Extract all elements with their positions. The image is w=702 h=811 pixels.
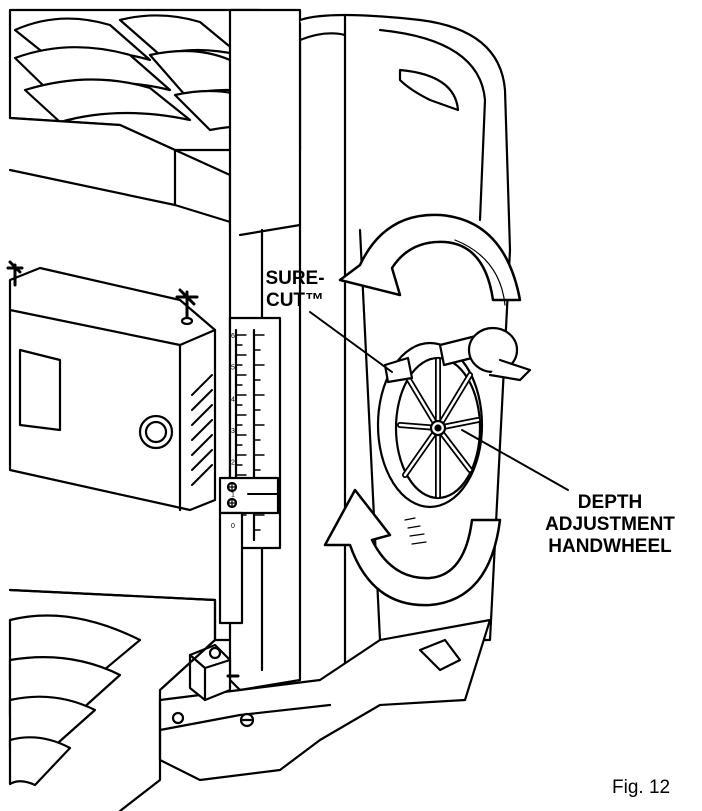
scale-number: 6	[231, 333, 235, 340]
depth-label-line3: HANDWHEEL	[548, 536, 672, 557]
cutterhead-housing	[6, 260, 217, 512]
depth-label-line2: ADJUSTMENT	[545, 514, 675, 535]
scale-number: 2	[231, 460, 235, 467]
scale-number: 5	[231, 365, 235, 372]
depth-label-line1: DEPTH	[577, 492, 643, 513]
rotation-arrows	[323, 213, 522, 607]
scale-number: 0	[231, 523, 235, 530]
handwheel-leader	[461, 429, 569, 491]
figure-caption: Fig. 12	[612, 777, 671, 798]
surecut-label-line1: SURE-	[265, 268, 325, 289]
infeed-table	[8, 588, 222, 811]
arrow-top-icon	[338, 213, 522, 302]
surecut-leader	[309, 311, 393, 373]
leader-lines	[309, 311, 569, 491]
arrow-bottom-icon	[323, 488, 502, 607]
column	[218, 8, 302, 692]
scale-number: 1	[231, 491, 235, 498]
depth-handwheel	[376, 326, 532, 545]
base	[158, 618, 492, 782]
scale-number: 3	[231, 428, 235, 435]
scale-number: 4	[231, 396, 235, 403]
surecut-label: SURE- CUT™	[255, 268, 335, 312]
surecut-label-line2: CUT™	[265, 290, 325, 311]
depth-handwheel-label: DEPTH ADJUSTMENT HANDWHEEL	[530, 492, 690, 558]
